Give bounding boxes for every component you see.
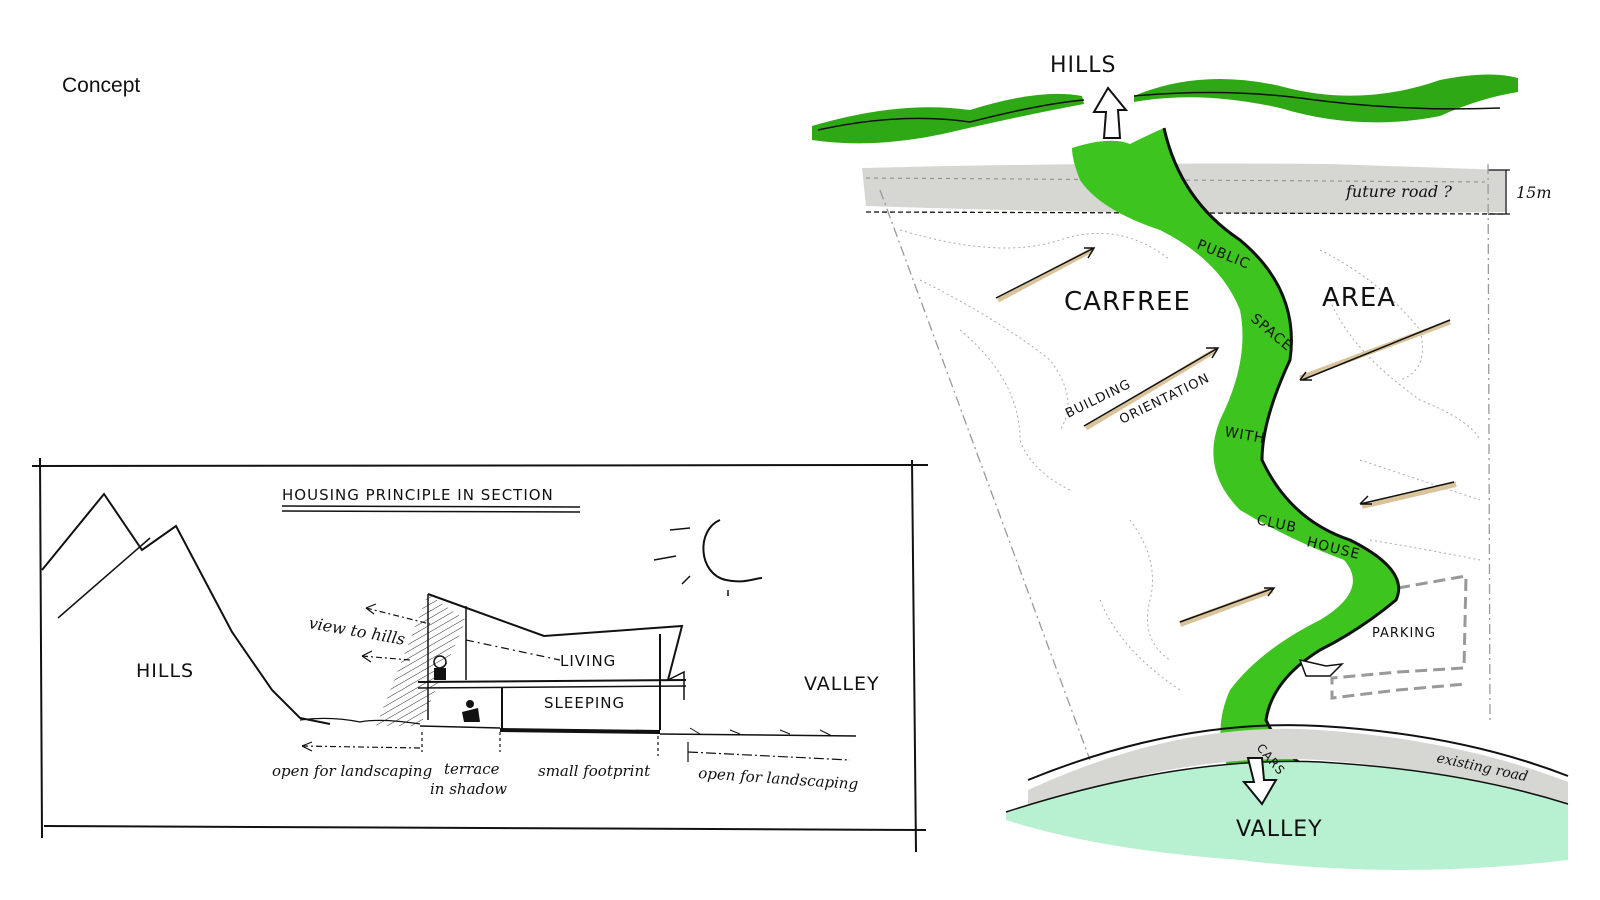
section-sketch: HOUSING PRINCIPLE IN SECTION HILLS (31, 457, 929, 853)
parking-label: PARKING (1372, 626, 1436, 641)
sun-icon (653, 519, 763, 596)
site-plan: HILLS future road ? 15m PARKING (812, 53, 1569, 870)
parking-area (1330, 574, 1468, 700)
page-title: Concept (62, 74, 141, 97)
plan-valley-label: VALLEY (1236, 817, 1323, 842)
area-label: AREA (1322, 283, 1396, 313)
arrow-up-icon (1092, 86, 1129, 139)
section-heading: HOUSING PRINCIPLE IN SECTION (282, 486, 554, 504)
living-label: LIVING (560, 652, 616, 670)
open-landscaping-right-label: open for landscaping (698, 764, 859, 793)
hills-band (812, 93, 1084, 144)
sleeping-label: SLEEPING (544, 694, 625, 712)
orientation-arrows (995, 247, 1457, 627)
arrow-right-icon (1298, 658, 1345, 677)
plan-hills-label: HILLS (1050, 53, 1117, 78)
width-label: 15m (1516, 183, 1552, 202)
section-valley-label: VALLEY (804, 673, 880, 695)
arrow-down-icon (1241, 757, 1278, 806)
section-hills-label: HILLS (136, 660, 194, 682)
mountain-outline (41, 492, 331, 725)
future-road-label: future road ? (1345, 182, 1452, 201)
view-to-hills-label: view to hills (307, 613, 406, 649)
house-section: LIVING SLEEPING (376, 593, 687, 734)
valley-area (1006, 761, 1568, 870)
existing-road-band (1028, 728, 1568, 812)
public-space-ribbon (1072, 128, 1399, 768)
terrace-shadow-label: in shadow (430, 780, 507, 798)
open-landscaping-left-label: open for landscaping (272, 762, 432, 780)
small-footprint-label: small footprint (538, 762, 651, 780)
carfree-label: CARFREE (1064, 287, 1191, 317)
with-label: WITH (1223, 424, 1266, 447)
terrace-label: terrace (444, 760, 500, 778)
